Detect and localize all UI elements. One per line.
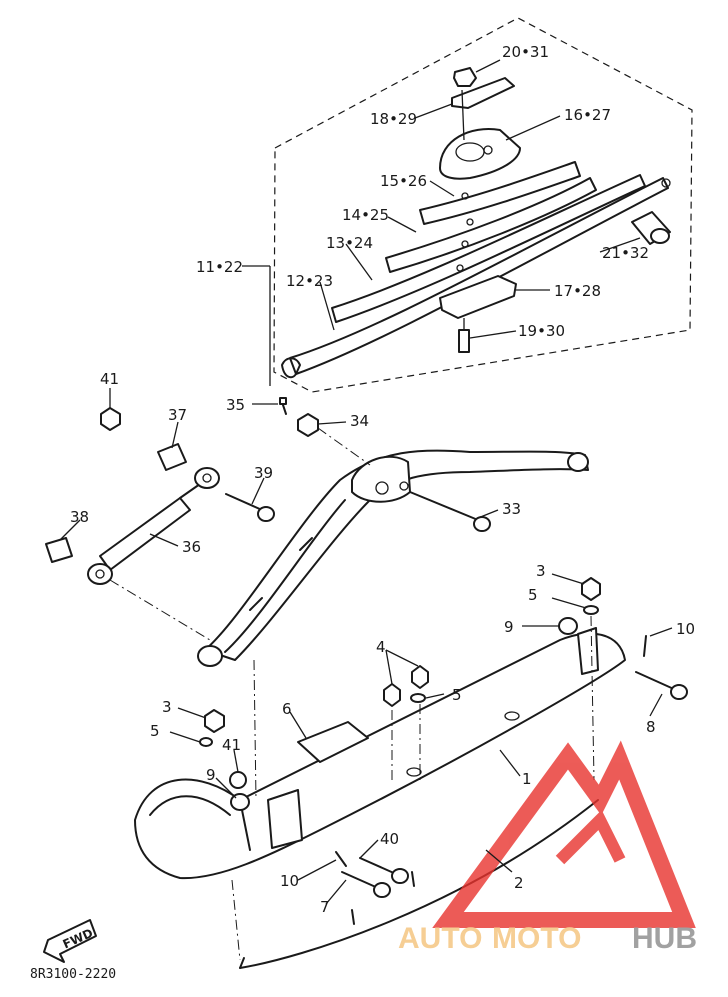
callout-9-right: 9 <box>504 618 514 636</box>
pin-10-bottom <box>335 851 347 867</box>
leaf-spring-kit-boundary <box>273 17 693 393</box>
shock-absorber-36 <box>87 467 220 585</box>
nut-34 <box>297 413 319 437</box>
runner-2 <box>239 799 599 969</box>
callout-14-25: 14•25 <box>342 206 389 224</box>
washer-5-left <box>199 737 213 747</box>
bushing-38 <box>45 537 73 563</box>
watermark-text-hub: HUB <box>632 922 697 955</box>
callout-37: 37 <box>168 406 187 424</box>
callout-16-27: 16•27 <box>564 106 611 124</box>
bushing-37 <box>157 443 187 471</box>
callout-7: 7 <box>320 898 330 916</box>
callout-17-28: 17•28 <box>554 282 601 300</box>
callout-20-31: 20•31 <box>502 43 549 61</box>
bolt-19-30 <box>458 318 470 353</box>
clamp-16-27 <box>439 128 521 180</box>
callout-4: 4 <box>376 638 386 656</box>
ski-bracket <box>267 789 303 849</box>
nut-41-top <box>100 407 121 431</box>
callout-3-left: 3 <box>162 698 172 716</box>
nut-4b <box>411 665 429 689</box>
callout-19-30: 19•30 <box>518 322 565 340</box>
bolt-39 <box>225 493 275 522</box>
callout-8: 8 <box>646 718 656 736</box>
leaf-14-25 <box>385 177 597 273</box>
pin-10-top <box>643 635 647 657</box>
leaf-spring-assembled <box>197 449 589 667</box>
callout-9-left: 9 <box>206 766 216 784</box>
callout-2: 2 <box>514 874 524 892</box>
callout-40: 40 <box>380 830 399 848</box>
nut-3-right <box>581 577 601 601</box>
main-leaf-12-23 <box>289 177 669 375</box>
pad-6 <box>297 721 369 763</box>
spring-clamp <box>351 455 411 503</box>
drawing-code: 8R3100-2220 <box>30 967 116 982</box>
callout-5-mid: 5 <box>452 686 462 704</box>
callout-10-top: 10 <box>676 620 695 638</box>
washer-5-right <box>583 605 599 615</box>
plate-17-28 <box>439 275 517 319</box>
washer-5-mid <box>410 693 426 703</box>
nut-20-31 <box>453 67 477 87</box>
callout-12-23: 12•23 <box>286 272 333 290</box>
callout-3-right: 3 <box>536 562 546 580</box>
bolt-40 <box>359 857 409 884</box>
callout-21-32: 21•32 <box>602 244 649 262</box>
callout-1: 1 <box>522 770 532 788</box>
callout-41-top: 41 <box>100 370 119 388</box>
bolt-33 <box>409 491 491 532</box>
watermark-text-auto: AUTO <box>398 922 482 955</box>
leaf-15-26 <box>419 161 581 225</box>
leader-lines <box>59 59 673 905</box>
screw-35 <box>279 397 287 415</box>
leaf-spring-exploded <box>281 67 671 379</box>
callout-39: 39 <box>254 464 273 482</box>
callout-33: 33 <box>502 500 521 518</box>
callout-36: 36 <box>182 538 201 556</box>
bushing-21-32 <box>631 211 671 245</box>
callout-18-29: 18•29 <box>370 110 417 128</box>
callout-5-right: 5 <box>528 586 538 604</box>
bolt-7 <box>341 871 391 898</box>
callout-5-left: 5 <box>150 722 160 740</box>
callout-34: 34 <box>350 412 369 430</box>
callout-15-26: 15•26 <box>380 172 427 190</box>
ski-body-1 <box>134 627 626 880</box>
callout-labels: 20•31 18•29 16•27 15•26 14•25 13•24 11•2… <box>70 43 695 916</box>
fwd-arrow: FWD <box>43 919 97 963</box>
collar-9-right <box>558 617 578 635</box>
callout-35: 35 <box>226 396 245 414</box>
watermark-logo: AUTO MOTO HUB <box>398 740 697 955</box>
callout-6: 6 <box>282 700 292 718</box>
callout-41-bottom: 41 <box>222 736 241 754</box>
nut-3-left <box>204 709 225 733</box>
nut-4a <box>383 683 401 707</box>
watermark-text-moto: MOTO <box>492 922 581 955</box>
callout-10-bottom: 10 <box>280 872 299 890</box>
callout-38: 38 <box>70 508 89 526</box>
collar-41-bottom <box>229 771 250 811</box>
leaf-13-24 <box>331 174 646 323</box>
callout-13-24: 13•24 <box>326 234 373 252</box>
callout-11-22: 11•22 <box>196 258 243 276</box>
bolt-8 <box>635 671 688 700</box>
